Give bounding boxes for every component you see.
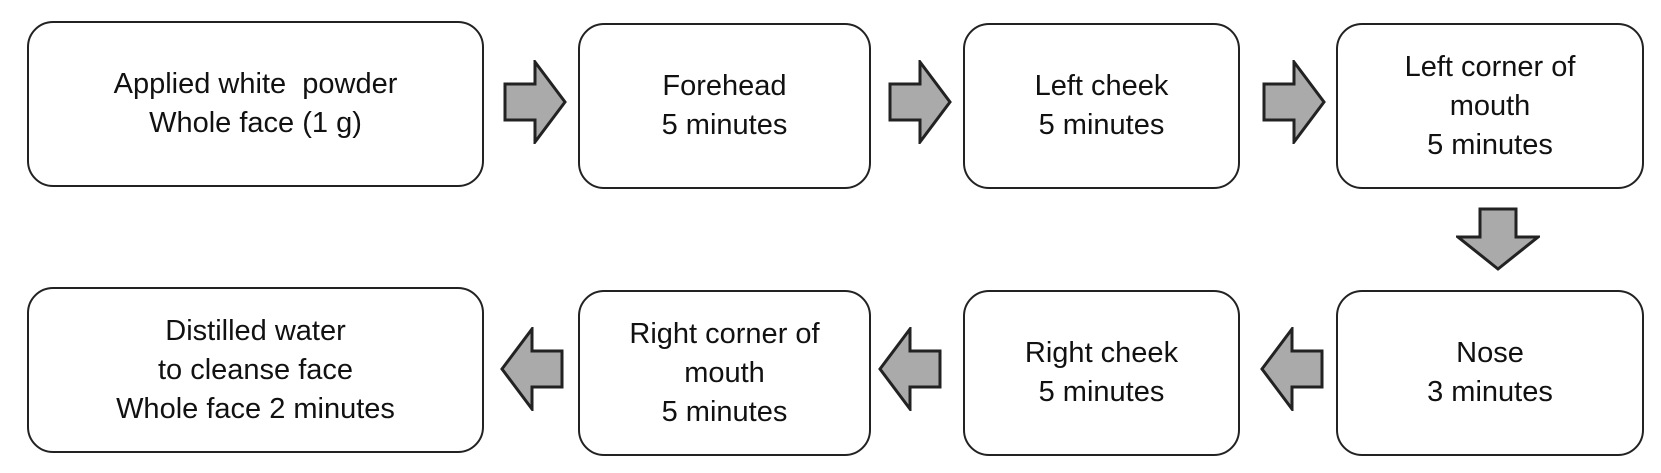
- step-text: mouth: [1449, 89, 1531, 122]
- step-box-nose: Nose 3 minutes: [1336, 290, 1644, 456]
- step-text: Left cheek: [1034, 70, 1169, 102]
- step-box-right-corner-of-mouth: Right corner of mouth 5 minutes: [578, 290, 871, 456]
- step-box-applied-powder: Applied white powder Whole face (1 g): [27, 21, 484, 187]
- step-text: Right corner of: [629, 317, 820, 350]
- step-text: 5 minutes: [1427, 128, 1553, 161]
- arrow-left-icon: [500, 327, 564, 411]
- step-text: 5 minutes: [661, 109, 788, 141]
- step-box-distilled-water: Distilled water to cleanse face Whole fa…: [27, 287, 484, 453]
- step-text: 5 minutes: [1038, 376, 1165, 408]
- step-box-left-cheek: Left cheek 5 minutes: [963, 23, 1240, 189]
- step-box-left-corner-of-mouth: Left corner of mouth 5 minutes: [1336, 23, 1644, 189]
- step-text: to cleanse face: [157, 353, 354, 386]
- arrow-right-icon: [888, 60, 952, 144]
- arrow-left-icon: [1260, 327, 1324, 411]
- step-text: 5 minutes: [661, 395, 788, 428]
- step-text: Forehead: [662, 70, 787, 102]
- step-box-forehead: Forehead 5 minutes: [578, 23, 871, 189]
- arrow-right-icon: [503, 60, 567, 144]
- arrow-right-icon: [1262, 60, 1326, 144]
- step-text: Whole face 2 minutes: [116, 392, 395, 425]
- arrow-left-icon: [878, 327, 942, 411]
- step-text: mouth: [684, 356, 765, 389]
- step-text: Whole face (1 g): [149, 107, 362, 139]
- step-text: Right cheek: [1024, 337, 1179, 369]
- step-text: 5 minutes: [1038, 109, 1165, 141]
- step-text: Applied white powder: [113, 68, 398, 100]
- step-text: Distilled water: [165, 314, 346, 347]
- step-text: Left corner of: [1404, 50, 1576, 83]
- step-text: 3 minutes: [1427, 376, 1553, 408]
- step-text: Nose: [1456, 337, 1524, 369]
- arrow-down-icon: [1456, 207, 1540, 271]
- step-box-right-cheek: Right cheek 5 minutes: [963, 290, 1240, 456]
